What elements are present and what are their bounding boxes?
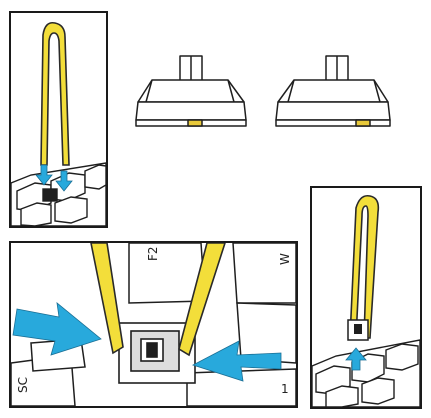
key-legend-esc: SC (16, 377, 30, 393)
switch-right-illustration (275, 55, 391, 127)
switch-left-illustration (135, 55, 247, 127)
exposed-switch (118, 322, 196, 384)
key-legend-w: W (278, 253, 292, 265)
push-arrow-icon (12, 302, 282, 382)
keyboard-section (11, 162, 106, 226)
panel-insert-tool-illustration (11, 21, 106, 226)
switch-diagram-right (270, 50, 396, 134)
keyboard-section (312, 339, 420, 407)
switch-diagram-left (128, 50, 254, 134)
panel-extract-switch (310, 186, 422, 409)
panel-extract-illustration (312, 194, 420, 407)
panel-closeup: F2 W SC 1 (9, 241, 298, 408)
key-legend-f2: F2 (146, 246, 160, 261)
key-legend-extra: 1 (281, 382, 289, 396)
switch-puller-icon (90, 243, 226, 357)
panel-closeup-illustration: F2 W SC 1 (11, 243, 296, 406)
switch-puller-icon (347, 194, 380, 341)
switch-puller-icon (40, 21, 70, 166)
push-arrow-icon (345, 347, 367, 371)
panel-insert-tool (9, 11, 108, 228)
push-arrow-icon (35, 164, 73, 192)
